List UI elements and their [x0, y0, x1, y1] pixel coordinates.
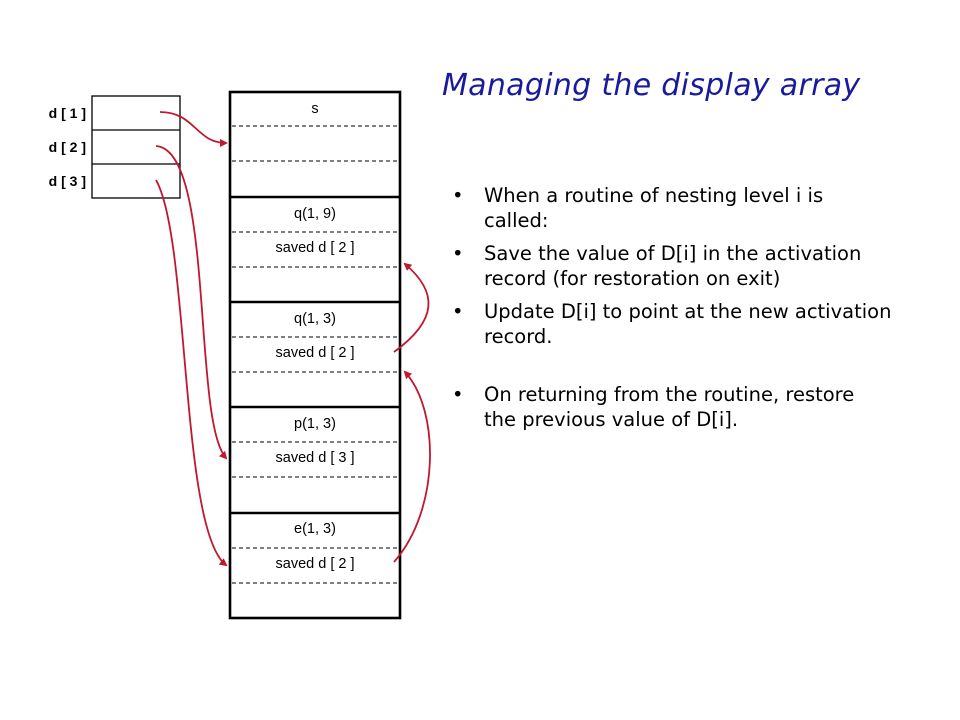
bullet-text: Save the value of D[i] in the activation… — [484, 242, 862, 290]
arrow-saved-link-upper — [393, 262, 430, 353]
bullet-item: • On returning from the routine, restore… — [452, 382, 892, 432]
bullet-marker: • — [452, 383, 464, 406]
display-label-1: d [ 1 ] — [48, 105, 86, 121]
stack-cell-s: s — [311, 101, 319, 117]
stack-cell-p13: p(1, 3) — [294, 416, 336, 432]
bullet-text: Update D[i] to point at the new activati… — [484, 300, 892, 348]
stack-cell-saved: saved d [ 2 ] — [275, 240, 355, 256]
bullet-marker: • — [452, 300, 464, 323]
display-label-3: d [ 3 ] — [48, 173, 86, 189]
stack-cell-q19: q(1, 9) — [294, 206, 336, 222]
bullet-item: • Update D[i] to point at the new activa… — [452, 299, 892, 349]
display-label-2: d [ 2 ] — [48, 139, 86, 155]
stack-cell-q13: q(1, 3) — [294, 311, 336, 327]
record-boundaries — [230, 195, 400, 515]
display-array — [91, 95, 181, 199]
arrow-d2-to-p — [155, 145, 228, 460]
bullet-item: • When a routine of nesting level i is c… — [452, 183, 892, 233]
stack-frame — [228, 90, 402, 620]
arrow-d3-to-e — [155, 179, 228, 567]
arrow-saved-link-lower — [393, 370, 431, 563]
bullet-list: • When a routine of nesting level i is c… — [452, 183, 892, 432]
slide-title: Managing the display array — [442, 68, 861, 103]
bullet-marker: • — [452, 242, 464, 265]
bullet-marker: • — [452, 184, 464, 207]
stack-cell-saved: saved d [ 2 ] — [275, 556, 355, 572]
arrow-d1-to-s — [159, 111, 228, 147]
pointer-arrows — [155, 111, 431, 567]
stack-cell-saved: saved d [ 2 ] — [275, 345, 355, 361]
activation-stack — [228, 90, 402, 620]
display-array-frame — [91, 95, 181, 199]
bullet-item: • Save the value of D[i] in the activati… — [452, 241, 892, 291]
bullet-text: When a routine of nesting level i is cal… — [484, 184, 824, 232]
bullet-text: On returning from the routine, restore t… — [484, 383, 855, 431]
stack-cell-e13: e(1, 3) — [294, 521, 336, 537]
stack-cell-saved: saved d [ 3 ] — [275, 450, 355, 466]
